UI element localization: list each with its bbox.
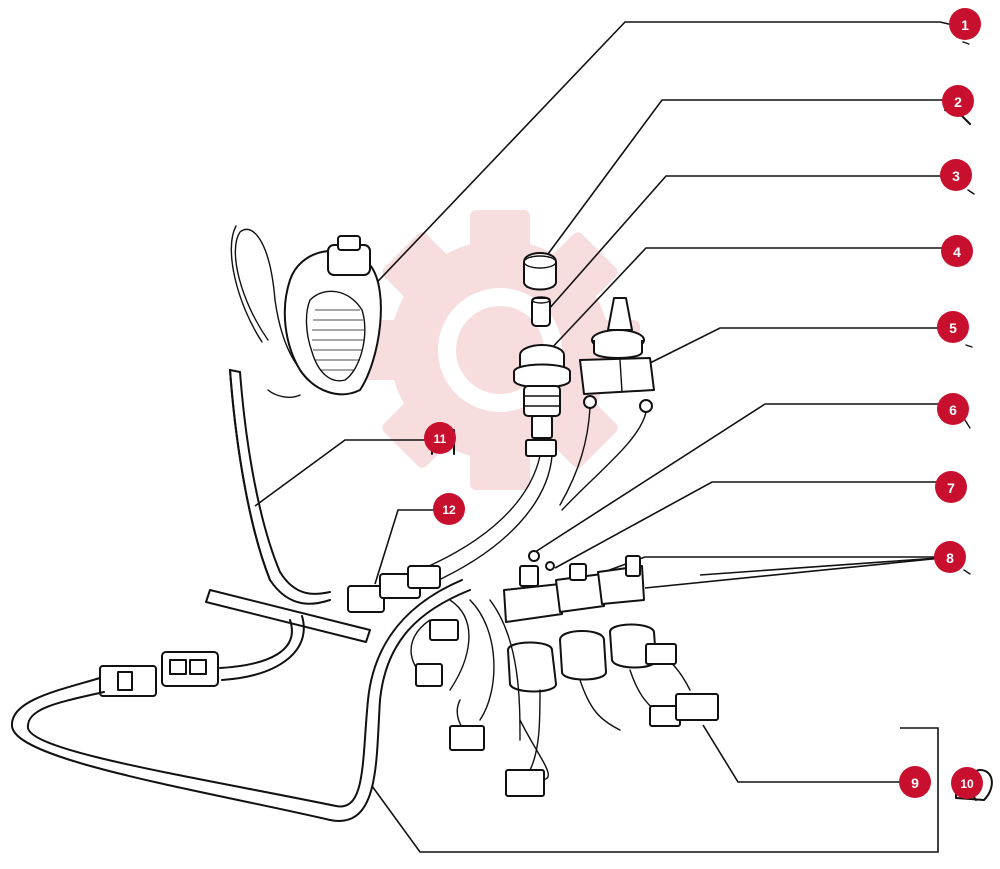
callout-circle: [433, 493, 465, 525]
callout-circle: [940, 159, 972, 191]
leader-line-10: [371, 727, 939, 853]
callout-circle: [899, 766, 931, 798]
callout-marker-10: 10: [951, 767, 983, 799]
callout-marker-8: 8: [934, 541, 966, 573]
callout-circle: [941, 235, 973, 267]
callout-label: 8: [946, 550, 954, 566]
leader-line-8c: [699, 556, 953, 576]
leader-line-7: [554, 481, 953, 569]
callout-label: 12: [442, 503, 456, 517]
toggle-switch: [559, 297, 655, 511]
callout-marker-6: 6: [937, 393, 969, 425]
lamp-unit: [230, 225, 382, 398]
callout-label: 1: [961, 17, 969, 33]
callout-label: 3: [952, 168, 960, 184]
callout-label: 10: [960, 777, 974, 791]
callout-marker-1: 1: [949, 8, 981, 40]
relay-socket-row: [507, 623, 657, 693]
callout-marker-4: 4: [941, 235, 973, 267]
callout-circle: [942, 85, 974, 117]
callout-label: 7: [947, 480, 955, 496]
callout-label: 11: [434, 432, 447, 446]
callout-circle: [424, 422, 456, 454]
sleeve: [531, 296, 551, 327]
callout-marker-11: 11: [424, 422, 456, 454]
relay-block: [410, 550, 719, 797]
leader-line-5: [639, 327, 956, 369]
callout-marker-12: 12: [433, 493, 465, 525]
callout-circle: [937, 393, 969, 425]
callout-label: 9: [911, 775, 919, 791]
callout-marker-2: 2: [942, 85, 974, 117]
callout-marker-9: 9: [899, 766, 931, 798]
wiring-harness: [10, 369, 553, 822]
callout-label: 4: [953, 244, 961, 260]
leader-line-8a: [603, 556, 952, 573]
callout-marker-5: 5: [937, 311, 969, 343]
callout-marker-3: 3: [940, 159, 972, 191]
leader-line-2: [544, 99, 961, 259]
callout-circle: [935, 471, 967, 503]
leader-line-8b: [644, 556, 953, 589]
callout-label: 6: [949, 402, 957, 418]
push-button-switch: [513, 344, 571, 457]
callout-circle: [951, 767, 983, 799]
leader-line-9: [702, 724, 915, 783]
leader-line-12: [374, 509, 440, 585]
callout-circle: [937, 311, 969, 343]
callout-circle: [934, 541, 966, 573]
leader-line-11: [254, 439, 430, 507]
callout-marker-7: 7: [935, 471, 967, 503]
callout-circle: [949, 8, 981, 40]
callout-label: 2: [954, 94, 962, 110]
leader-line-3: [547, 175, 958, 311]
switch-cap: [523, 252, 557, 291]
callout-label: 5: [949, 320, 957, 336]
